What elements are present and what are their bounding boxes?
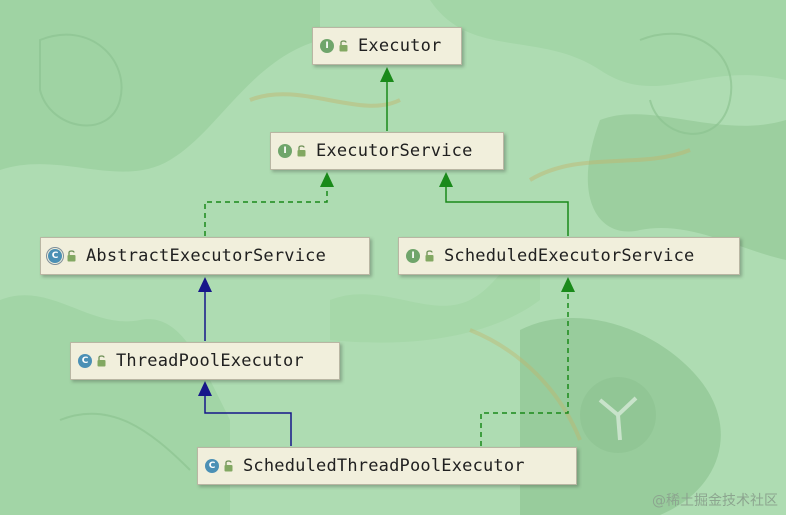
node-executorservice[interactable]: I ExecutorService <box>270 132 504 170</box>
edge-scheduledthreadpoolexecutor-to-threadpoolexecutor <box>198 381 291 446</box>
node-label: ExecutorService <box>316 141 473 161</box>
arrowhead <box>198 277 212 292</box>
arrowhead <box>198 381 212 396</box>
edge-executorservice-to-executor <box>380 67 394 131</box>
unlocked-icon <box>223 459 234 473</box>
arrowhead <box>320 172 334 187</box>
edge-scheduledthreadpoolexecutor-to-scheduledexecutorservice <box>481 277 575 446</box>
watermark: @稀土掘金技术社区 <box>652 490 778 510</box>
interface-icon: I <box>406 249 420 263</box>
node-threadpoolexecutor[interactable]: C ThreadPoolExecutor <box>70 342 340 380</box>
unlocked-icon <box>96 354 107 368</box>
arrowhead <box>561 277 575 292</box>
abstract-class-icon: C <box>48 249 62 263</box>
class-icon: C <box>205 459 219 473</box>
unlocked-icon <box>424 249 435 263</box>
node-executor[interactable]: I Executor <box>312 27 462 65</box>
class-icon: C <box>78 354 92 368</box>
unlocked-icon <box>338 39 349 53</box>
interface-icon: I <box>320 39 334 53</box>
interface-icon: I <box>278 144 292 158</box>
edge-threadpoolexecutor-to-abstractexecutorservice <box>198 277 212 341</box>
node-label: AbstractExecutorService <box>86 246 326 266</box>
node-label: Executor <box>358 36 441 56</box>
unlocked-icon <box>296 144 307 158</box>
arrowhead <box>439 172 453 187</box>
node-abstractexecutorservice[interactable]: C AbstractExecutorService <box>40 237 370 275</box>
node-label: ScheduledExecutorService <box>444 246 694 266</box>
unlocked-icon <box>66 249 77 263</box>
edge-abstractexecutorservice-to-executorservice <box>205 172 334 236</box>
node-scheduledthreadpoolexecutor[interactable]: C ScheduledThreadPoolExecutor <box>197 447 577 485</box>
node-scheduledexecutorservice[interactable]: I ScheduledExecutorService <box>398 237 740 275</box>
node-label: ThreadPoolExecutor <box>116 351 304 371</box>
edge-scheduledexecutorservice-to-executorservice <box>439 172 568 236</box>
node-label: ScheduledThreadPoolExecutor <box>243 456 525 476</box>
arrowhead <box>380 67 394 82</box>
